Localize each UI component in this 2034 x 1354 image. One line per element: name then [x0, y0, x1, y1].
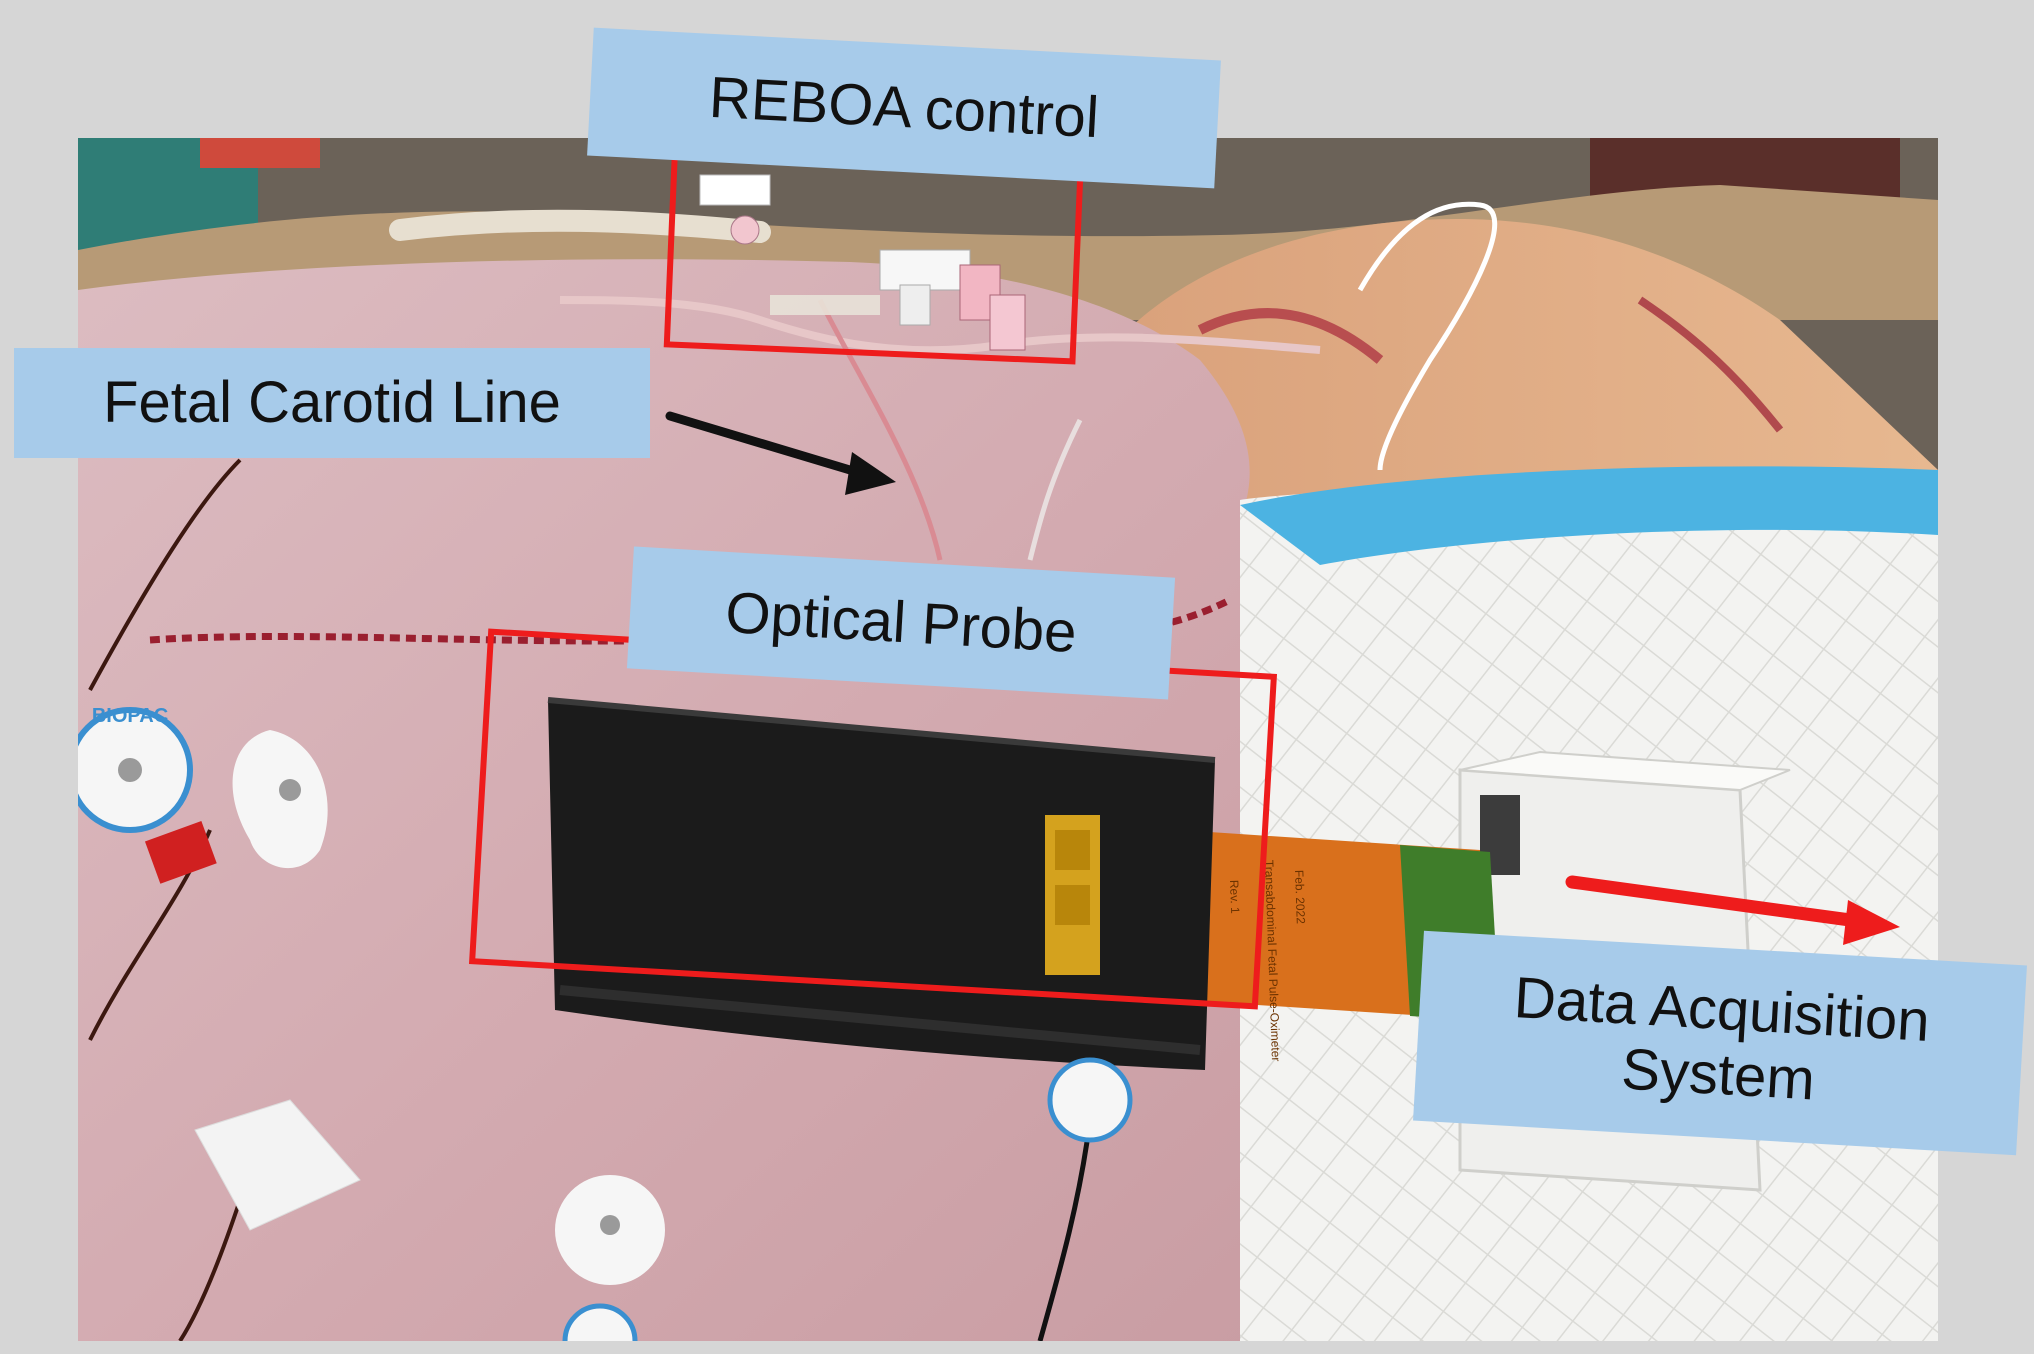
- fetal-carotid-line-text: Fetal Carotid Line: [103, 369, 561, 435]
- daq-arrow: [1565, 875, 1900, 945]
- carotid-arrow: [665, 411, 896, 495]
- ecg-electrodes: BIOPAC: [78, 705, 1133, 1341]
- cable-text-rev: Rev. 1: [1227, 880, 1242, 915]
- system-text: System: [1619, 1036, 1817, 1113]
- photo-content: Rev. 1 Transabdominal Fetal Pulse-Oximet…: [78, 138, 1938, 1341]
- carotid-line-tube: [817, 298, 943, 561]
- fetal-carotid-line-label: Fetal Carotid Line: [14, 348, 650, 458]
- electrode-lead-1: [88, 458, 242, 691]
- optical-probe-text: Optical Probe: [723, 579, 1079, 665]
- biopac-label: BIOPAC: [92, 705, 168, 727]
- reboa-control-text: REBOA control: [707, 64, 1101, 150]
- cable-text-date: Feb. 2022: [1292, 870, 1308, 925]
- red-tape: [144, 820, 217, 884]
- reboa-stopcocks: [699, 174, 1026, 351]
- white-wire: [1357, 201, 1498, 471]
- neck-skin: [1060, 218, 1938, 520]
- data-acquisition-system-label: Data Acquisition System: [1413, 930, 2027, 1156]
- optical-probe-body: [548, 700, 1215, 1070]
- pad-blue-edge: [1240, 466, 1938, 565]
